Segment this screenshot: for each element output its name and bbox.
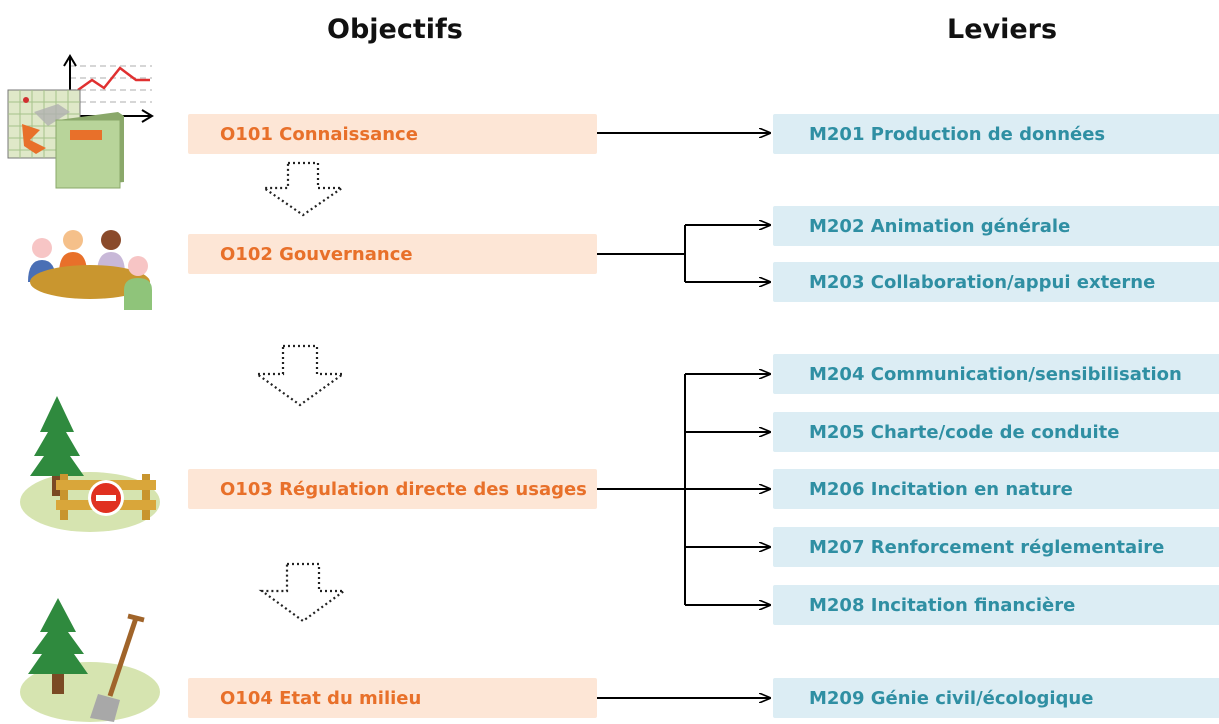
levers-header: Leviers	[947, 14, 1058, 45]
objectives-header: Objectifs	[327, 14, 463, 45]
dotted-down-arrow-2	[253, 344, 347, 407]
lever-m202: M202 Animation générale	[773, 206, 1219, 246]
lever-m209: M209 Génie civil/écologique	[773, 678, 1219, 718]
dotted-down-arrow-1	[260, 161, 346, 217]
lever-m206: M206 Incitation en nature	[773, 469, 1219, 509]
data-charts-and-map-icon	[7, 54, 154, 189]
objective-o101: O101 Connaissance	[188, 114, 597, 154]
objective-o103: O103 Régulation directe des usages	[188, 469, 597, 509]
people-around-table-icon	[28, 230, 152, 310]
tree-with-barrier-and-no-entry-sign-icon	[20, 396, 160, 532]
lever-m208: M208 Incitation financière	[773, 585, 1219, 625]
lever-m204: M204 Communication/sensibilisation	[773, 354, 1219, 394]
objective-o104: O104 Etat du milieu	[188, 678, 597, 718]
lever-m205: M205 Charte/code de conduite	[773, 412, 1219, 452]
lever-m207: M207 Renforcement réglementaire	[773, 527, 1219, 567]
lever-m201: M201 Production de données	[773, 114, 1219, 154]
lever-m203: M203 Collaboration/appui externe	[773, 262, 1219, 302]
tree-with-shovel-icon	[20, 598, 160, 722]
objective-o102: O102 Gouvernance	[188, 234, 597, 274]
dotted-down-arrow-3	[258, 562, 348, 623]
